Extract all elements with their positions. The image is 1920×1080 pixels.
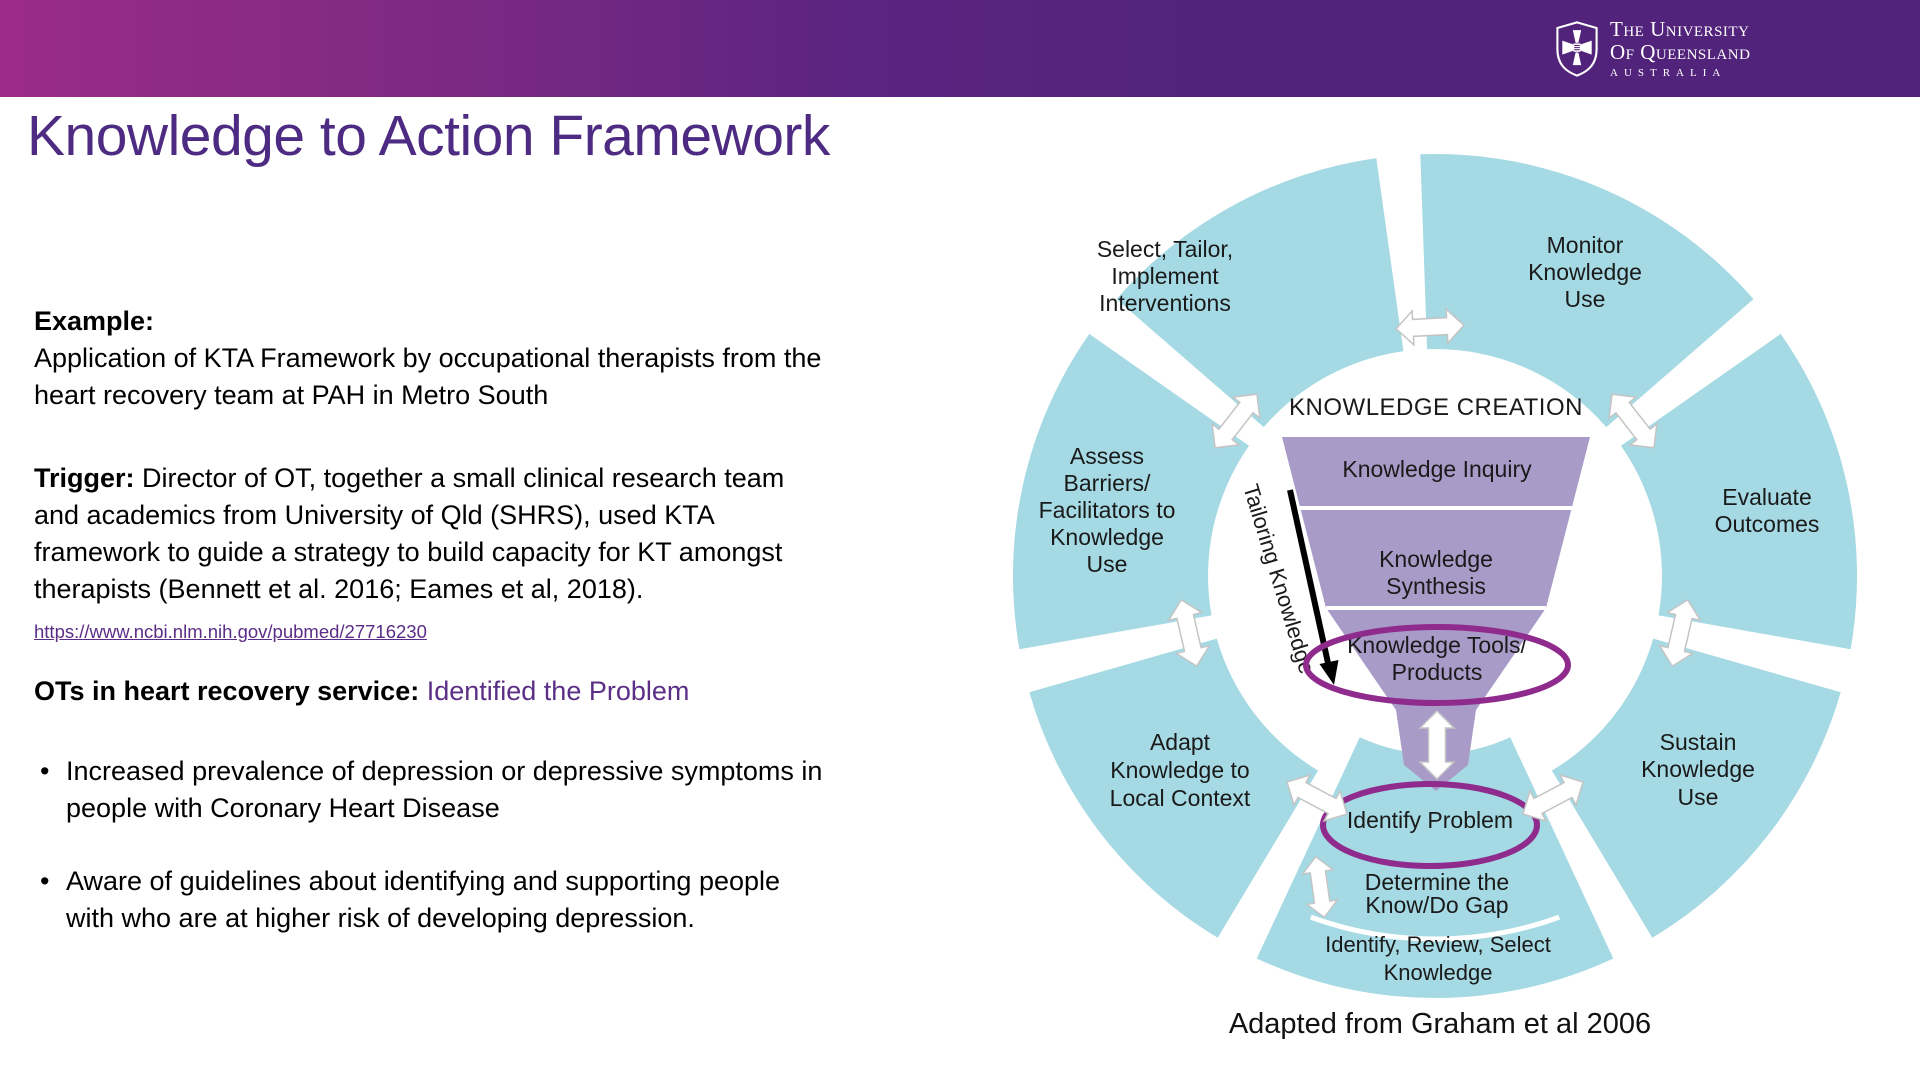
segment-select-label: Implement xyxy=(1111,263,1219,289)
segment-select-label: Interventions xyxy=(1099,290,1231,316)
ring-segments xyxy=(1012,154,1858,999)
segment-evaluate-label: Evaluate xyxy=(1722,484,1812,510)
trigger-line-2: and academics from University of Qld (SH… xyxy=(34,500,715,530)
uq-wordmark: The University Of Queensland AUSTRALIA xyxy=(1610,18,1750,79)
tailoring-knowledge-arrow xyxy=(1287,489,1339,685)
segment-adapt-shape xyxy=(1029,638,1319,938)
uq-shield-icon xyxy=(1556,20,1598,77)
bullet-2-line-2: with who are at higher risk of developin… xyxy=(66,903,695,933)
bullet-item-2: • Aware of guidelines about identifying … xyxy=(40,863,780,937)
funnel-tools-label: Knowledge Tools/ xyxy=(1347,632,1527,658)
kta-cycle-diagram: Tailoring Knowledge KNOWLEDGE CREATION K… xyxy=(990,115,1890,1015)
trigger-line-4: therapists (Bennett et al. 2016; Eames e… xyxy=(34,574,644,604)
funnel-inquiry-label: Knowledge Inquiry xyxy=(1342,456,1532,482)
segment-adapt-label: Knowledge to xyxy=(1110,757,1249,783)
funnel-synthesis-label: Knowledge xyxy=(1379,546,1493,572)
bullet-dot: • xyxy=(40,866,50,896)
identify-problem-highlight-ellipse xyxy=(1320,781,1540,869)
pubmed-link[interactable]: https://www.ncbi.nlm.nih.gov/pubmed/2771… xyxy=(34,621,427,642)
segment-sustain-shape xyxy=(1551,638,1841,938)
funnel-tools-label: Products xyxy=(1392,659,1483,685)
bullet-2-line-1: Aware of guidelines about identifying an… xyxy=(66,866,781,896)
trigger-line-3: framework to guide a strategy to build c… xyxy=(34,537,783,567)
bullet-1-line-2: people with Coronary Heart Disease xyxy=(66,793,500,823)
segment-assess-label: Assess xyxy=(1070,443,1144,469)
uq-name-line2: Of Queensland xyxy=(1610,40,1751,64)
segment-assess-label: Use xyxy=(1087,551,1128,577)
segment-evaluate-shape xyxy=(1621,333,1858,650)
segment-labels: Select, Tailor, Implement Interventions … xyxy=(1039,232,1820,985)
segment-adapt-label: Local Context xyxy=(1110,785,1251,811)
identify-review-label: Knowledge xyxy=(1384,960,1493,985)
segment-assess-label: Knowledge xyxy=(1050,524,1164,550)
trigger-block: Trigger: Director of OT, together a smal… xyxy=(34,460,1034,608)
header-bar: The University Of Queensland AUSTRALIA xyxy=(0,0,1920,97)
service-value: Identified the Problem xyxy=(426,676,690,706)
identify-problem-label: Identify Problem xyxy=(1347,807,1513,833)
uq-country: AUSTRALIA xyxy=(1610,67,1727,79)
example-label: Example: xyxy=(34,306,155,336)
segment-monitor-label: Monitor xyxy=(1547,232,1624,258)
page-title: Knowledge to Action Framework xyxy=(27,104,830,168)
bullet-1-line-1: Increased prevalence of depression or de… xyxy=(66,756,823,786)
uq-logo: The University Of Queensland AUSTRALIA xyxy=(1556,18,1750,79)
knowledge-creation-label: KNOWLEDGE CREATION xyxy=(1289,394,1583,421)
tools-highlight-ellipse xyxy=(1303,624,1571,706)
segment-select-shape xyxy=(1116,158,1404,428)
segment-assess-label: Barriers/ xyxy=(1064,470,1152,496)
example-line-2: heart recovery team at PAH in Metro Sout… xyxy=(34,380,549,410)
trigger-line-1: Director of OT, together a small clinica… xyxy=(142,463,785,493)
segment-sustain-label: Use xyxy=(1678,784,1719,810)
segment-assess-label: Facilitators to xyxy=(1039,497,1176,523)
know-do-gap-label: Determine the xyxy=(1365,869,1509,895)
segment-evaluate-label: Outcomes xyxy=(1715,511,1820,537)
example-line-1: Application of KTA Framework by occupati… xyxy=(34,343,822,373)
segment-monitor-label: Knowledge xyxy=(1528,259,1642,285)
diagram-caption: Adapted from Graham et al 2006 xyxy=(1228,1008,1652,1040)
segment-monitor-label: Use xyxy=(1565,286,1606,312)
segment-sustain-label: Knowledge xyxy=(1641,756,1755,782)
example-block: Example: Application of KTA Framework by… xyxy=(34,303,1034,414)
funnel-shape xyxy=(1282,437,1590,791)
segment-assess-shape xyxy=(1012,333,1249,650)
segment-adapt-label: Adapt xyxy=(1150,729,1211,755)
segment-sustain-label: Sustain xyxy=(1660,729,1737,755)
service-label: OTs in heart recovery service: xyxy=(34,676,420,706)
trigger-label: Trigger: xyxy=(34,463,135,493)
service-line: OTs in heart recovery service: Identifie… xyxy=(34,673,1034,710)
know-do-gap-label: Know/Do Gap xyxy=(1365,892,1508,918)
funnel-synthesis-label: Synthesis xyxy=(1386,573,1486,599)
segment-monitor-shape xyxy=(1420,154,1754,428)
link-block: https://www.ncbi.nlm.nih.gov/pubmed/2771… xyxy=(34,611,1034,648)
bottom-wedge-divider xyxy=(1309,914,1561,942)
uq-name-line1: The University xyxy=(1610,17,1750,41)
bullet-dot: • xyxy=(40,756,50,786)
identify-review-label: Identify, Review, Select xyxy=(1325,932,1551,957)
segment-select-label: Select, Tailor, xyxy=(1097,236,1233,262)
knowledge-creation-funnel xyxy=(1282,437,1590,791)
bullet-item-1: • Increased prevalence of depression or … xyxy=(40,753,822,827)
